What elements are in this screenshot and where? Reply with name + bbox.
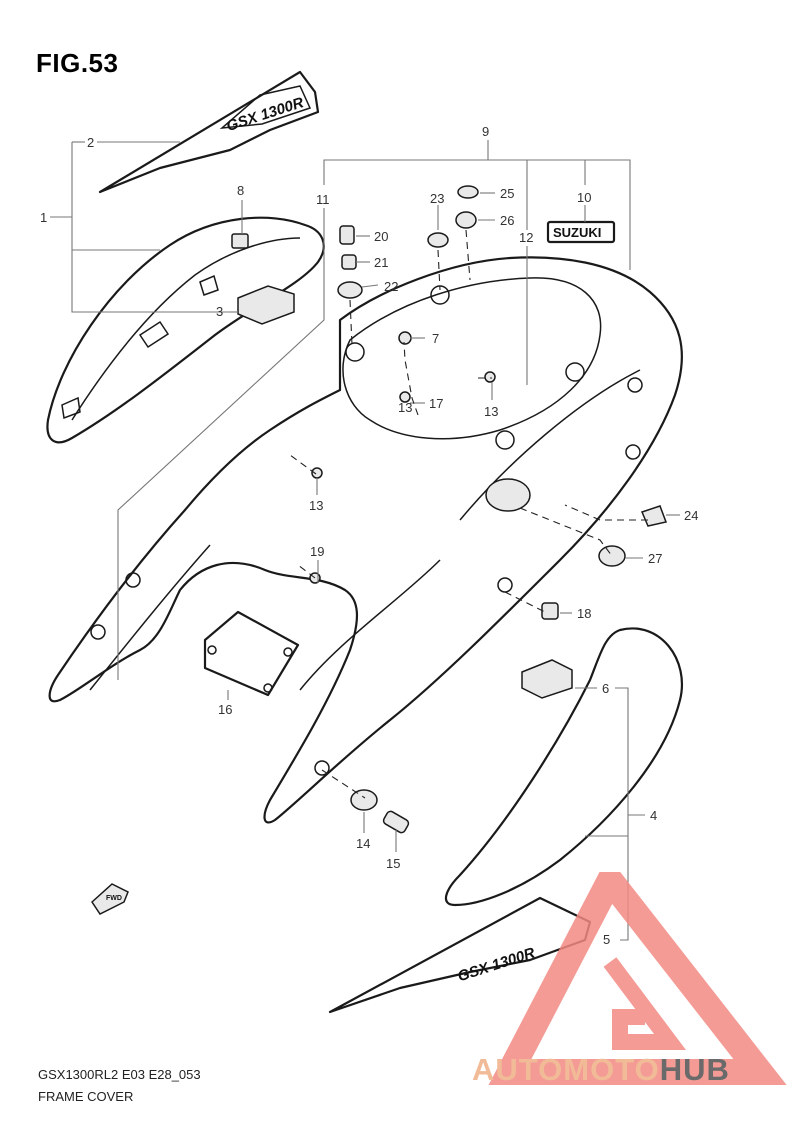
- lower-decal-part[interactable]: GSX 1300R: [328, 896, 592, 1014]
- left-tail-cover-part[interactable]: [46, 216, 325, 444]
- fwd-arrow-text: FWD: [106, 895, 122, 902]
- diagram-caption: GSX1300RL2 E03 E28_053 FRAME COVER: [38, 1064, 201, 1108]
- callout-18: 18: [577, 606, 591, 621]
- watermark-hub: HUB: [659, 1052, 730, 1087]
- suzuki-emblem-part[interactable]: SUZUKI: [546, 220, 616, 244]
- assembly-name: FRAME COVER: [38, 1089, 134, 1104]
- callout-13a: 13: [484, 404, 498, 419]
- callout-1: 1: [40, 210, 47, 225]
- callout-13b: 13: [309, 498, 323, 513]
- callout-24: 24: [684, 508, 698, 523]
- callout-26: 26: [500, 213, 514, 228]
- callout-labels: 1 2 3 4 5 6 7 8 9 10 11 12 13 13 13 14 1…: [40, 124, 698, 947]
- callout-2: 2: [87, 135, 94, 150]
- callout-10: 10: [577, 190, 591, 205]
- part-6-pad[interactable]: [521, 659, 573, 699]
- callout-3: 3: [216, 304, 223, 319]
- watermark-text: AUTOMOTOHUB: [472, 1052, 730, 1088]
- callout-19: 19: [310, 544, 324, 559]
- watermark-moto: MOTO: [563, 1052, 660, 1087]
- right-side-cover-part[interactable]: [444, 627, 683, 907]
- callout-12: 12: [519, 230, 533, 245]
- fwd-arrow-icon: FWD: [91, 883, 129, 915]
- callout-27: 27: [648, 551, 662, 566]
- part-3-pad[interactable]: [237, 285, 295, 325]
- callout-20: 20: [374, 229, 388, 244]
- main-frame-cover-part[interactable]: [48, 256, 683, 824]
- callout-25: 25: [500, 186, 514, 201]
- callout-7: 7: [432, 331, 439, 346]
- callout-21: 21: [374, 255, 388, 270]
- suzuki-emblem-text: SUZUKI: [553, 225, 601, 240]
- watermark-triangle-logo: [488, 872, 787, 1085]
- callout-13c: 13: [398, 400, 412, 415]
- bracket-16-part[interactable]: [203, 610, 300, 697]
- figure-title: FIG.53: [36, 48, 119, 78]
- callout-15: 15: [386, 856, 400, 871]
- callout-9: 9: [482, 124, 489, 139]
- callout-17: 17: [429, 396, 443, 411]
- callout-8: 8: [237, 183, 244, 198]
- watermark-auto: AUTO: [472, 1052, 564, 1087]
- callout-23: 23: [430, 191, 444, 206]
- callout-11: 11: [316, 192, 330, 207]
- upper-decal-part[interactable]: GSX 1300R: [98, 70, 320, 194]
- model-code: GSX1300RL2 E03 E28_053: [38, 1067, 201, 1082]
- callout-5: 5: [603, 932, 610, 947]
- callout-16: 16: [218, 702, 232, 717]
- callout-4: 4: [650, 808, 657, 823]
- fastener-parts[interactable]: [309, 185, 668, 834]
- callout-6: 6: [602, 681, 609, 696]
- callout-22: 22: [384, 279, 398, 294]
- leader-lines: [50, 140, 680, 941]
- callout-14: 14: [356, 836, 370, 851]
- fastener-8[interactable]: [231, 233, 249, 249]
